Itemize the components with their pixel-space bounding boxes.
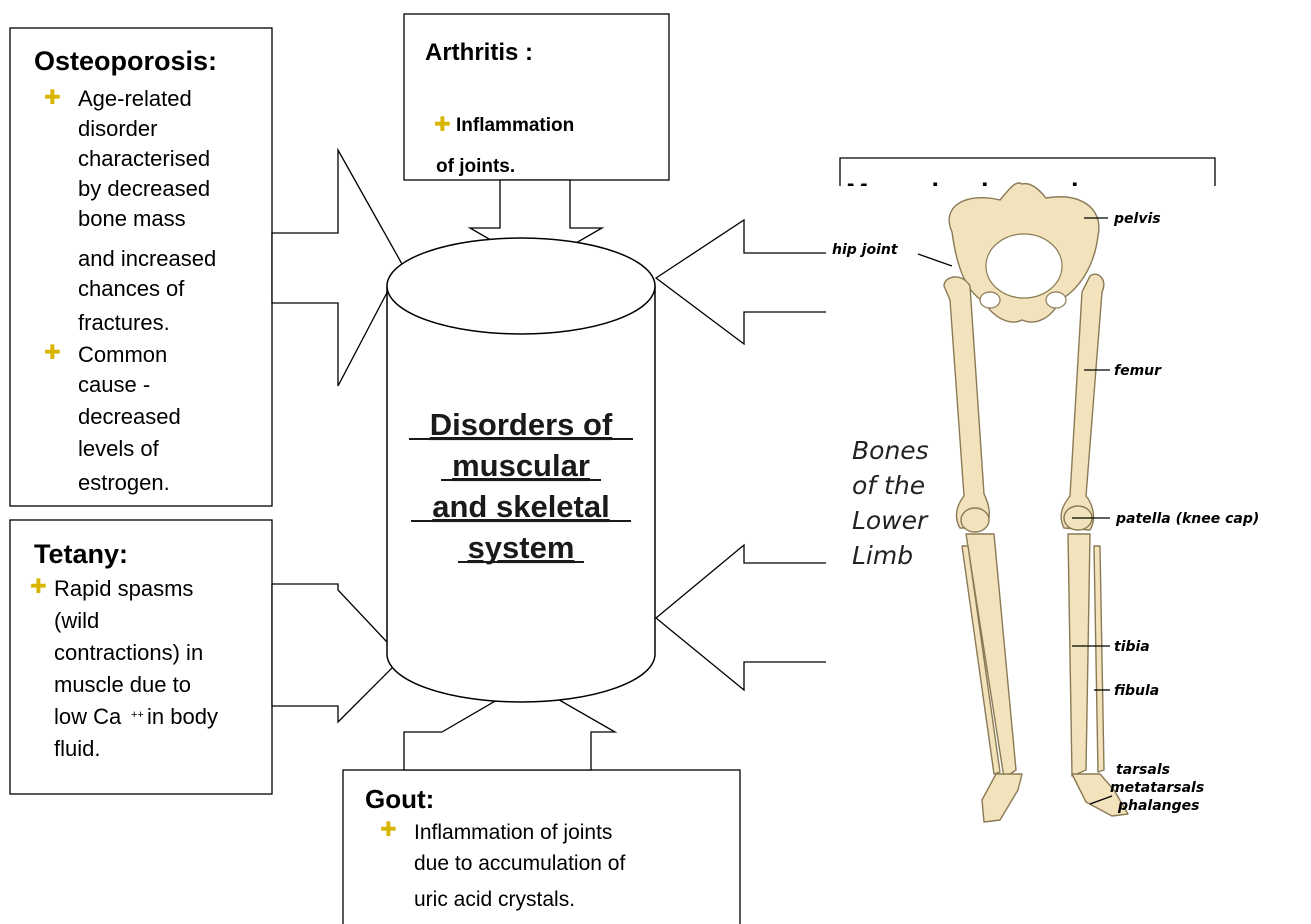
lower-limb-bones-image: pelvis hip joint femur patella (knee cap…	[826, 183, 1311, 924]
tibia-bone-right	[1068, 534, 1090, 776]
center-title-line: system	[468, 530, 575, 565]
bones-caption-line: Limb	[852, 541, 913, 570]
gout-title: Gout:	[365, 784, 434, 814]
label-pelvis: pelvis	[1113, 211, 1161, 227]
tetany-title: Tetany:	[34, 539, 128, 569]
label-fibula: fibula	[1114, 683, 1159, 699]
osteoporosis-line: chances of	[78, 276, 185, 301]
bullet-icon: ✚	[44, 87, 61, 109]
arrow-tetany	[272, 584, 402, 722]
gout-line: uric acid crystals.	[414, 888, 575, 911]
tetany-line: in body	[147, 704, 218, 729]
bullet-icon: ✚	[30, 576, 47, 598]
label-hip-joint: hip joint	[832, 242, 899, 258]
arrow-muscular-dystrophy-upper	[656, 220, 830, 344]
center-title-line: muscular	[452, 448, 590, 483]
osteoporosis-line: decreased	[78, 404, 181, 429]
tetany-line: (wild	[54, 608, 99, 633]
label-femur: femur	[1114, 363, 1162, 379]
bullet-icon: ✚	[434, 114, 451, 136]
arrow-osteoporosis	[272, 150, 402, 386]
center-title-line: and skeletal	[432, 489, 609, 524]
arthritis-line: Inflammation	[456, 115, 574, 136]
osteoporosis-line: levels of	[78, 436, 160, 461]
osteoporosis-line: cause -	[78, 372, 150, 397]
arrow-muscular-dystrophy-lower	[656, 545, 830, 690]
gout-line: due to accumulation of	[414, 852, 625, 875]
tetany-superscript: ++	[131, 709, 144, 721]
label-patella: patella (knee cap)	[1115, 511, 1259, 527]
label-tarsals: tarsals	[1116, 762, 1170, 778]
osteoporosis-box: Osteoporosis: ✚ Age-related disorder cha…	[10, 28, 272, 506]
osteoporosis-line: disorder	[78, 116, 157, 141]
center-cylinder: Disorders of muscular and skeletal syste…	[387, 238, 655, 702]
arthritis-box: Arthritis : ✚ Inflammation of joints.	[404, 14, 669, 180]
arthritis-line: of joints.	[436, 156, 515, 177]
gout-box: Gout: ✚ Inflammation of joints due to ac…	[343, 770, 740, 924]
osteoporosis-line: Age-related	[78, 86, 192, 111]
osteoporosis-line: fractures.	[78, 310, 170, 335]
osteoporosis-line: characterised	[78, 146, 210, 171]
tetany-line: fluid.	[54, 736, 100, 761]
label-phalanges: phalanges	[1117, 798, 1200, 814]
label-metatarsals: metatarsals	[1110, 780, 1204, 796]
bones-caption-line: Lower	[852, 506, 929, 535]
bones-caption-line: of the	[852, 471, 925, 500]
bullet-icon: ✚	[44, 342, 61, 364]
label-tibia: tibia	[1114, 639, 1150, 655]
gout-line: Inflammation of joints	[414, 821, 612, 844]
tetany-line: contractions) in	[54, 640, 203, 665]
center-title-line: Disorders of	[430, 407, 613, 442]
bullet-icon: ✚	[380, 819, 397, 841]
osteoporosis-line: bone mass	[78, 206, 186, 231]
tetany-line: muscle due to	[54, 672, 191, 697]
osteoporosis-title: Osteoporosis:	[34, 46, 217, 76]
tetany-line: Rapid spasms	[54, 576, 193, 601]
tetany-box: Tetany: ✚ Rapid spasms (wild contraction…	[10, 520, 272, 794]
osteoporosis-line: estrogen.	[78, 470, 170, 495]
osteoporosis-line: and increased	[78, 246, 216, 271]
tetany-line: low Ca	[54, 704, 122, 729]
osteoporosis-line: Common	[78, 342, 167, 367]
patella-left	[961, 508, 989, 532]
osteoporosis-line: by decreased	[78, 176, 210, 201]
bones-caption-line: Bones	[852, 436, 929, 465]
arthritis-title: Arthritis :	[425, 39, 533, 66]
